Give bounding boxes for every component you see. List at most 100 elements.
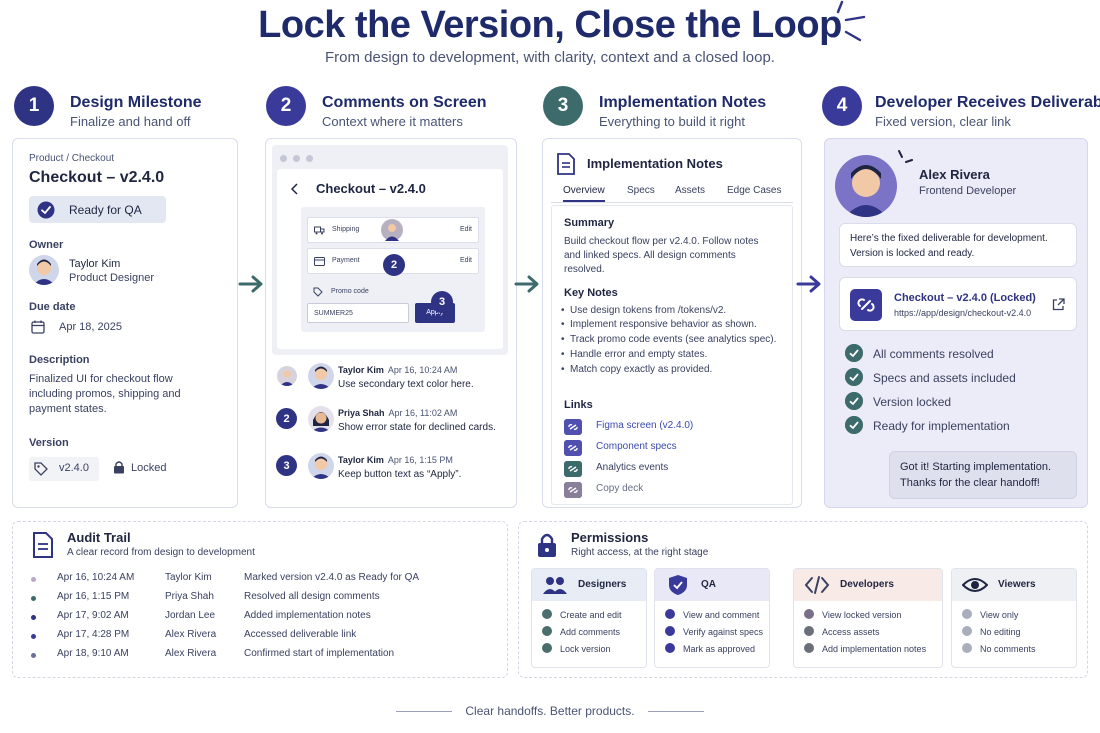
audit-action: Accessed deliverable link	[244, 629, 357, 640]
reply-line: Thanks for the clear handoff!	[900, 477, 1040, 489]
owner-avatar	[29, 255, 59, 285]
check-circle-icon	[845, 368, 863, 386]
permission-label: No editing	[980, 627, 1021, 637]
check-circle-icon	[542, 626, 552, 636]
description-line: payment states.	[29, 403, 107, 415]
owner-label: Owner	[29, 239, 64, 251]
role-permission: View locked version	[804, 609, 901, 620]
role-qa[interactable]: QA View and comment Verify against specs…	[654, 568, 770, 668]
deliverable-link-title: Checkout – v2.4.0 (Locked)	[894, 292, 1036, 304]
users-icon	[543, 577, 567, 594]
links-heading: Links	[564, 399, 593, 411]
implementation-notes-card: Implementation Notes Overview Specs Asse…	[542, 138, 802, 508]
permission-label: View locked version	[822, 610, 902, 620]
check-circle-icon	[804, 609, 814, 619]
lock-icon	[114, 461, 124, 474]
check-circle-icon	[962, 643, 972, 653]
sparkle-icon	[898, 150, 913, 163]
edit-payment-link[interactable]: Edit	[459, 257, 472, 264]
step-subtitle: Fixed version, clear link	[875, 114, 1011, 129]
step-title: Developer Receives Deliverable	[875, 94, 1100, 111]
promo-code-input[interactable]: SUMMER25	[307, 303, 409, 323]
version-value: v2.4.0	[59, 462, 89, 474]
audit-user: Alex Rivera	[165, 648, 217, 659]
comment-author: Taylor Kim	[338, 455, 384, 465]
tab-assets[interactable]: Assets	[675, 185, 706, 196]
hero-title: Lock the Version, Close the Loop	[258, 4, 842, 46]
step-title: Implementation Notes	[599, 94, 767, 111]
role-permission: Create and edit	[542, 609, 622, 620]
tab-overview[interactable]: Overview	[563, 185, 605, 202]
document-icon	[33, 532, 53, 558]
link-label: Copy deck	[596, 483, 644, 494]
key-note-item: Handle error and empty states.	[561, 349, 707, 360]
check-circle-icon	[542, 643, 552, 653]
step-1-header: 1 Design Milestone Finalize and hand off	[14, 86, 244, 130]
comment-marker-2[interactable]: 2	[383, 254, 405, 276]
payment-label: Payment	[332, 257, 360, 264]
footer-divider	[396, 711, 452, 712]
arrow-right-icon	[796, 275, 821, 293]
comment-marker-3[interactable]: 3	[431, 291, 453, 313]
role-viewers[interactable]: Viewers View only No editing No comments	[951, 568, 1077, 668]
role-permission: View and comment	[665, 609, 759, 620]
timeline-dot	[31, 653, 36, 658]
lock-label: Locked	[131, 462, 167, 474]
role-developers[interactable]: Developers View locked version Access as…	[793, 568, 943, 668]
breadcrumb[interactable]: Product / Checkout	[29, 153, 115, 164]
step-4-header: 4 Developer Receives Deliverable Fixed v…	[822, 86, 1100, 130]
description-label: Description	[29, 354, 90, 366]
link-label: Analytics events	[596, 462, 669, 473]
audit-subtitle: A clear record from design to developmen…	[67, 547, 255, 558]
role-permission: Access assets	[804, 626, 880, 637]
checklist-label: Version locked	[873, 395, 952, 409]
browser-window: Checkout – v2.4.0 Shipping Edit Payment …	[272, 145, 508, 355]
comment-number: 2	[276, 408, 297, 429]
status-badge[interactable]: Ready for QA	[29, 196, 166, 223]
arrow-right-icon	[238, 275, 263, 293]
version-tag[interactable]: v2.4.0	[29, 457, 99, 481]
person-icon	[845, 165, 887, 217]
person-icon	[311, 366, 331, 389]
comment-author: Taylor Kim	[338, 365, 384, 375]
tab-edge-cases[interactable]: Edge Cases	[727, 185, 782, 196]
audit-user: Jordan Lee	[165, 610, 216, 621]
step-title: Design Milestone	[70, 94, 202, 111]
permission-label: Verify against specs	[683, 627, 764, 637]
check-circle-icon	[804, 643, 814, 653]
key-note-item: Track promo code events (see analytics s…	[561, 334, 776, 345]
tab-specs[interactable]: Specs	[627, 185, 655, 196]
permissions-title: Permissions	[571, 530, 649, 545]
audit-user: Priya Shah	[165, 591, 214, 602]
due-date-value: Apr 18, 2025	[59, 321, 122, 333]
external-link-icon[interactable]	[1052, 298, 1065, 311]
timeline-dot	[31, 596, 36, 601]
version-title: Checkout – v2.4.0	[29, 169, 165, 186]
comment-marker-1[interactable]	[381, 219, 403, 241]
step-subtitle: Finalize and hand off	[70, 114, 191, 129]
role-permission: View only	[962, 609, 1018, 620]
role-permission: Verify against specs	[665, 626, 763, 637]
footer-divider	[648, 711, 704, 712]
link-icon	[564, 461, 582, 477]
description-line: including promos, shipping and	[29, 388, 181, 400]
message-line: Version is locked and ready.	[850, 248, 975, 259]
role-designers[interactable]: Designers Create and edit Add comments L…	[531, 568, 647, 668]
link-icon	[564, 482, 582, 498]
comments-card: Checkout – v2.4.0 Shipping Edit Payment …	[265, 138, 517, 508]
deliverable-link[interactable]: Checkout – v2.4.0 (Locked) https://app/d…	[839, 277, 1077, 331]
audit-user: Taylor Kim	[165, 572, 212, 583]
footer-tagline: Clear handoffs. Better products.	[465, 704, 635, 718]
lock-icon	[538, 533, 556, 557]
tag-icon	[34, 462, 48, 476]
thread-avatar	[277, 366, 297, 386]
notes-content: Summary Build checkout flow per v2.4.0. …	[551, 205, 793, 505]
edit-shipping-link[interactable]: Edit	[459, 226, 472, 233]
eye-icon	[962, 578, 988, 592]
link-icon	[850, 289, 882, 321]
calendar-icon	[31, 320, 45, 334]
chevron-left-icon[interactable]	[291, 183, 299, 195]
